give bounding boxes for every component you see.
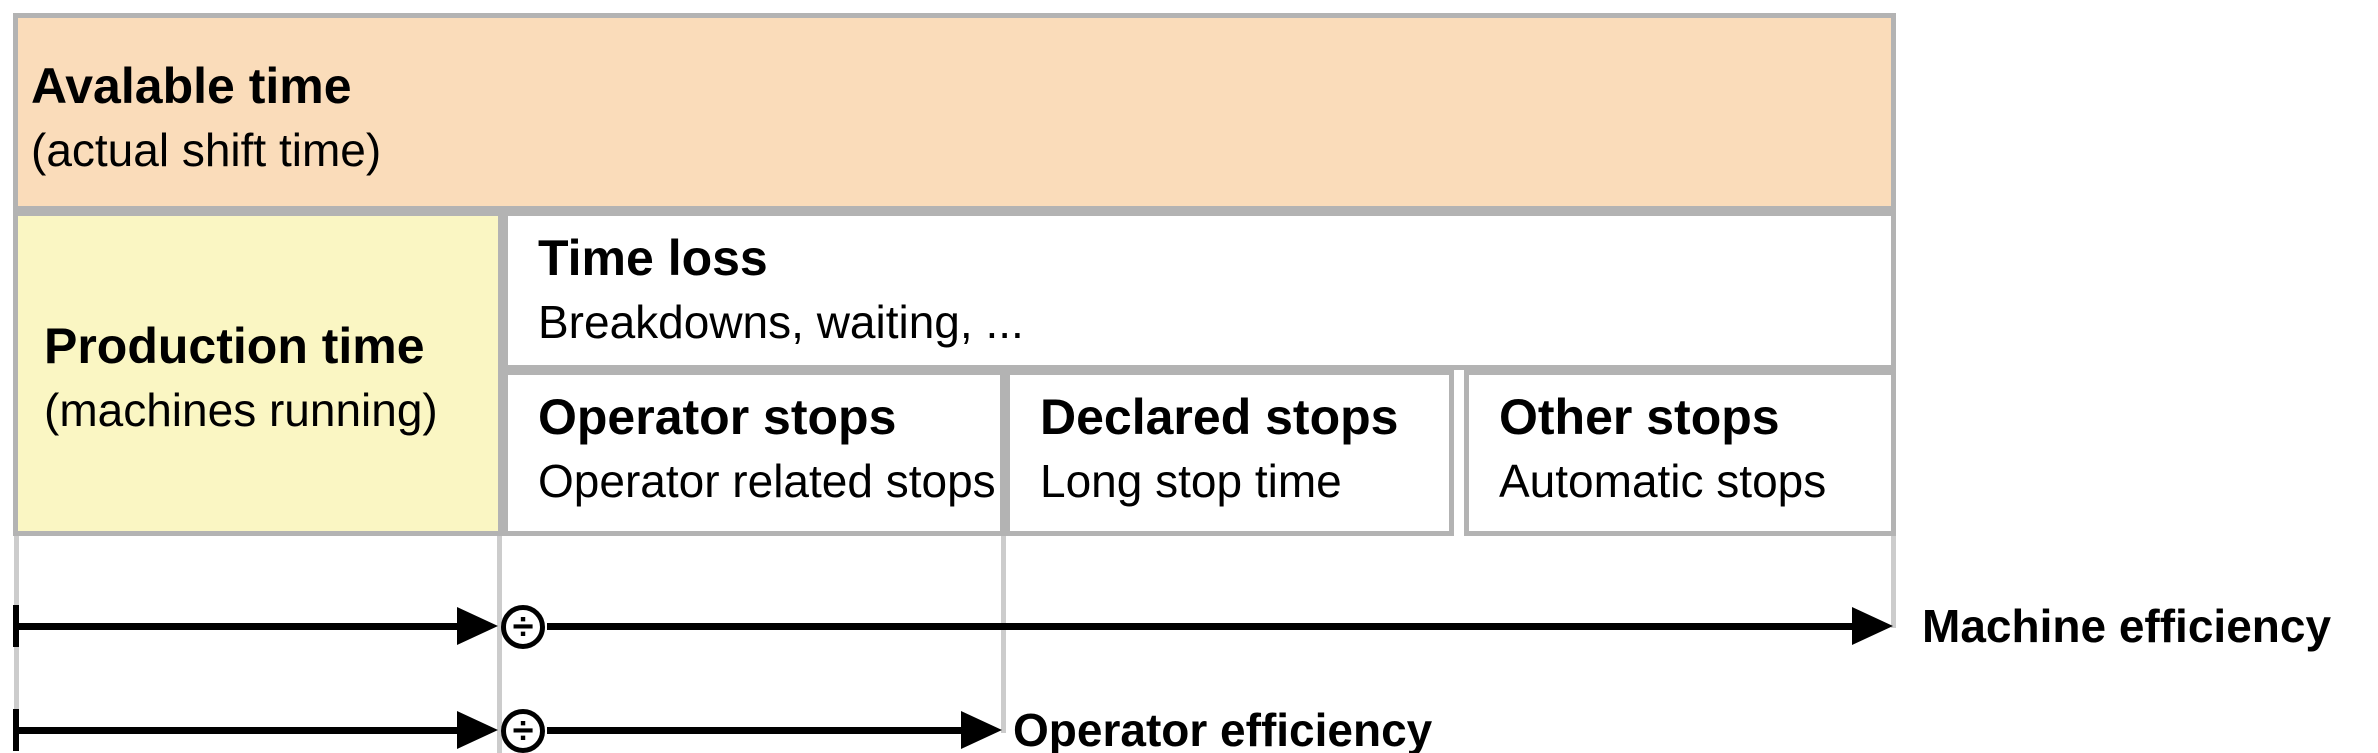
operator-stops-title: Operator stops [538, 389, 897, 445]
divide-symbol: ÷ [512, 709, 534, 752]
available-time-subtitle: (actual shift time) [31, 124, 382, 176]
guide-line-right-edge [1891, 536, 1896, 628]
guide-line-operator-divider [1001, 536, 1006, 733]
operator-stops-subtitle: Operator related stops [538, 455, 996, 507]
operator-arrowhead-2-icon [961, 711, 1002, 749]
machine-arrowhead-1-icon [457, 607, 498, 645]
available-time-box: Avalable time (actual shift time) [13, 13, 1896, 211]
operator-arrow-segment-2 [547, 727, 961, 734]
time-loss-subtitle: Breakdowns, waiting, ... [538, 296, 1024, 348]
operator-stops-box: Operator stops Operator related stops [503, 370, 1005, 536]
other-stops-box: Other stops Automatic stops [1464, 370, 1896, 536]
divide-icon: ÷ [501, 709, 545, 753]
divide-symbol: ÷ [512, 605, 534, 648]
declared-stops-box: Declared stops Long stop time [1005, 370, 1454, 536]
operator-efficiency-label: Operator efficiency [1013, 704, 1433, 753]
machine-arrow-segment-2 [547, 623, 1852, 630]
operator-arrowhead-1-icon [457, 711, 498, 749]
machine-arrow-segment-1 [13, 623, 460, 630]
available-time-title: Avalable time [31, 58, 352, 114]
machine-efficiency-label: Machine efficiency [1922, 600, 2332, 652]
production-time-title: Production time [44, 318, 425, 374]
machine-arrow-start-tick [13, 605, 19, 647]
operator-arrow-start-tick [13, 709, 19, 751]
declared-stops-subtitle: Long stop time [1040, 455, 1342, 507]
machine-arrowhead-2-icon [1852, 607, 1893, 645]
guide-line-production-divider [497, 536, 502, 753]
production-time-subtitle: (machines running) [44, 384, 438, 436]
time-loss-title: Time loss [538, 230, 768, 286]
other-stops-title: Other stops [1499, 389, 1780, 445]
divide-icon: ÷ [501, 605, 545, 649]
production-time-box: Production time (machines running) [13, 211, 503, 536]
time-loss-box: Time loss Breakdowns, waiting, ... [503, 211, 1896, 370]
other-stops-subtitle: Automatic stops [1499, 455, 1827, 507]
operator-arrow-segment-1 [13, 727, 460, 734]
declared-stops-title: Declared stops [1040, 389, 1399, 445]
